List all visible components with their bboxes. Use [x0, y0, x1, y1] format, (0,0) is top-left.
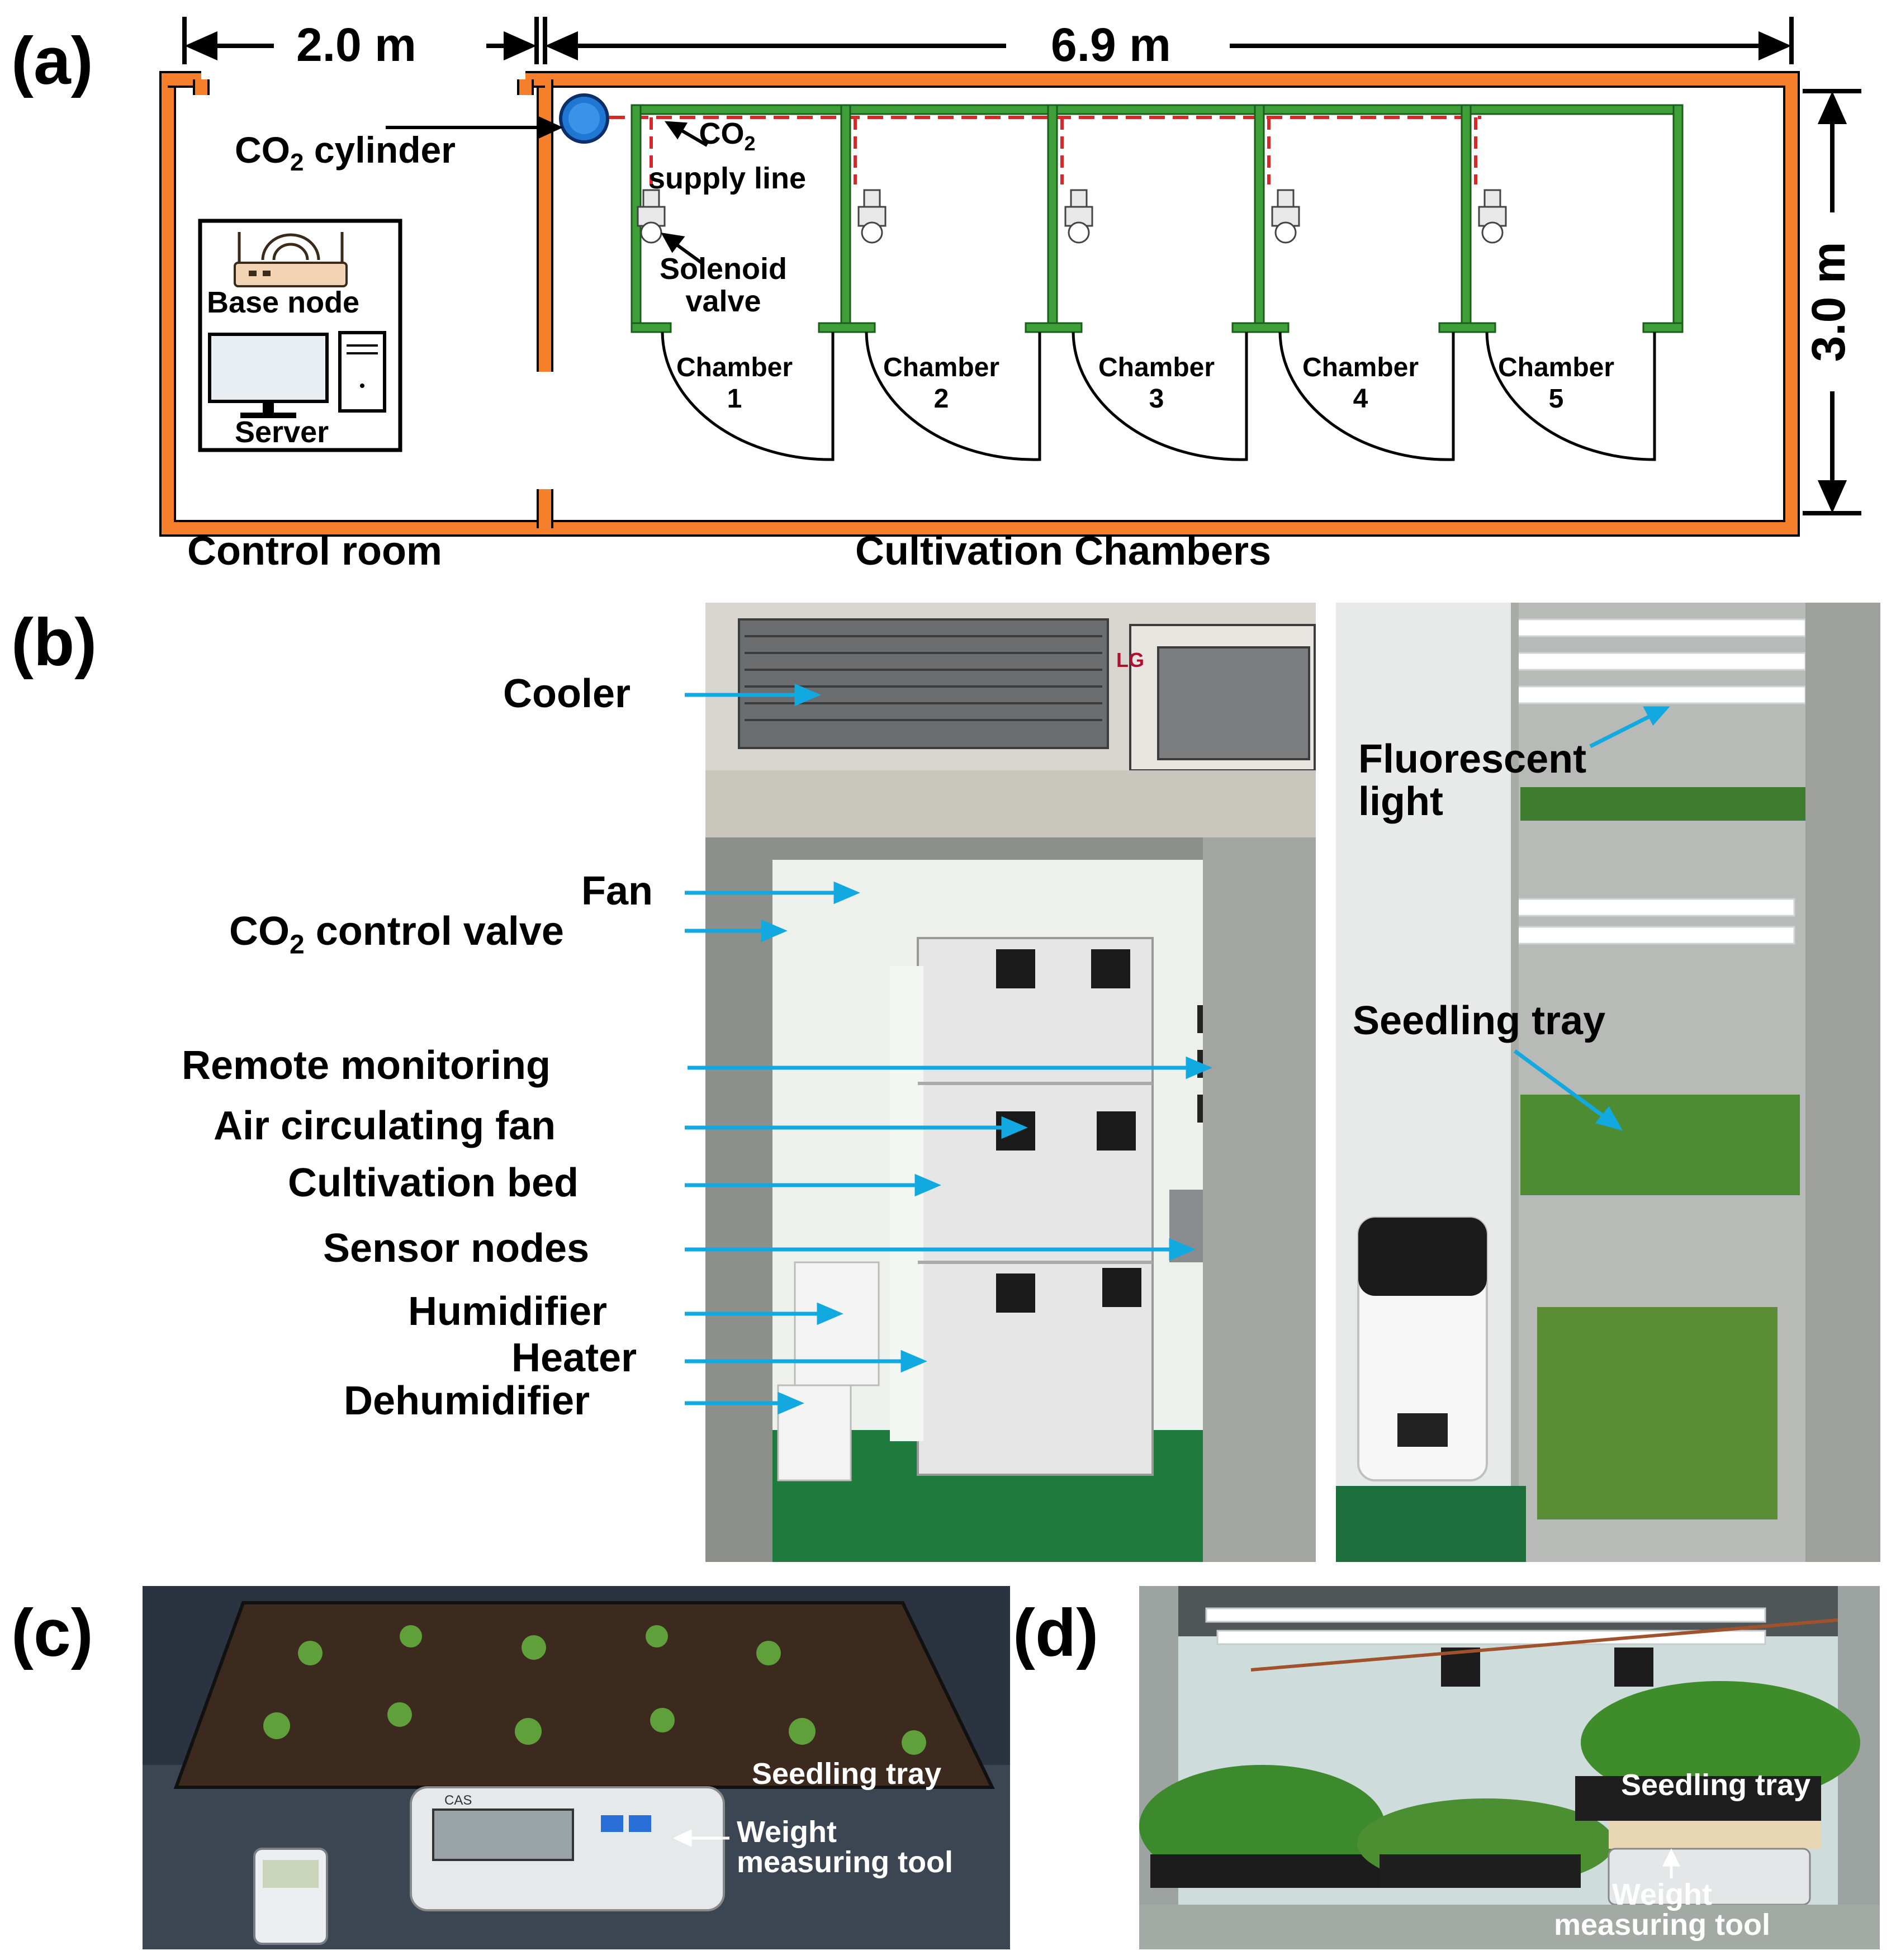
panel-b-letter: (b): [11, 605, 97, 680]
co2-supply-line-label: CO2 supply line: [648, 117, 807, 195]
dimension-cultivation-chambers: [543, 17, 1794, 64]
cultivation-bed-label: Cultivation bed: [288, 1161, 579, 1205]
cooler-unit: [738, 618, 1316, 771]
base-node-label: Base node: [207, 286, 360, 319]
remote-monitoring-label: Remote monitoring: [182, 1043, 551, 1088]
dimension-height: [1803, 89, 1861, 515]
seedling-tray-label-c: Seedling tray: [752, 1757, 942, 1791]
shelf-scale-photo: [1139, 1586, 1880, 1949]
dimension-chamber-label: 6.9 m: [1051, 18, 1171, 71]
solenoid-valve-label: Solenoid valve: [660, 252, 787, 318]
co2-control-valve-label: CO2 control valve: [229, 909, 564, 960]
sensor-nodes-label: Sensor nodes: [323, 1226, 590, 1271]
co2-cylinder-label: CO2 cylinder: [235, 129, 456, 177]
seedling-tray-scale-photo: CAS: [143, 1586, 1010, 1949]
panel-a-letter: (a): [11, 23, 93, 98]
chamber-interior-photo: LG: [705, 603, 1316, 1562]
solenoid-valve-icons: [637, 189, 1507, 244]
fan-label: Fan: [581, 869, 653, 913]
humidifier-label: Humidifier: [408, 1289, 608, 1334]
dimension-control-label: 2.0 m: [296, 18, 416, 71]
panel-c-letter: (c): [11, 1596, 93, 1670]
co2-supply-drops: [650, 117, 1477, 184]
seedling-tray-label-d: Seedling tray: [1621, 1768, 1811, 1802]
outer-walls: [159, 71, 1800, 537]
fluorescent-light-label: Fluorescent light: [1358, 737, 1587, 824]
co2-cylinder-icon: [559, 93, 609, 144]
weight-tool-label-c: Weight measuring tool: [737, 1815, 954, 1879]
heater-label: Heater: [511, 1336, 637, 1380]
floor-plan-diagram: 3.0 m: [159, 17, 1861, 537]
chamber-frame: [631, 104, 1684, 333]
scale-brand: CAS: [444, 1793, 472, 1808]
air-circulating-fan-label: Air circulating fan: [214, 1104, 556, 1148]
cooler-label: Cooler: [503, 671, 631, 716]
chamber-doors: [661, 332, 1656, 461]
lg-logo: LG: [1116, 648, 1144, 671]
dehumidifier-label: Dehumidifier: [344, 1379, 590, 1423]
cultivation-chambers-label: Cultivation Chambers: [855, 529, 1272, 574]
pointer-arrows: [386, 116, 708, 264]
router-icon: [234, 232, 348, 287]
dimension-control-room: [182, 17, 539, 64]
seedling-tray-label-b: Seedling tray: [1353, 998, 1606, 1043]
weight-tool-label-d: Weight measuring tool: [1554, 1878, 1771, 1942]
chamber-shelf-photo: [1336, 603, 1880, 1562]
panel-d-letter: (d): [1013, 1596, 1099, 1670]
control-equipment-box: [198, 219, 402, 452]
dimension-height-label: 3.0 m: [1802, 242, 1855, 362]
control-room-label: Control room: [187, 529, 442, 574]
server-label: Server: [235, 415, 329, 449]
server-monitor-icon: [208, 331, 386, 418]
